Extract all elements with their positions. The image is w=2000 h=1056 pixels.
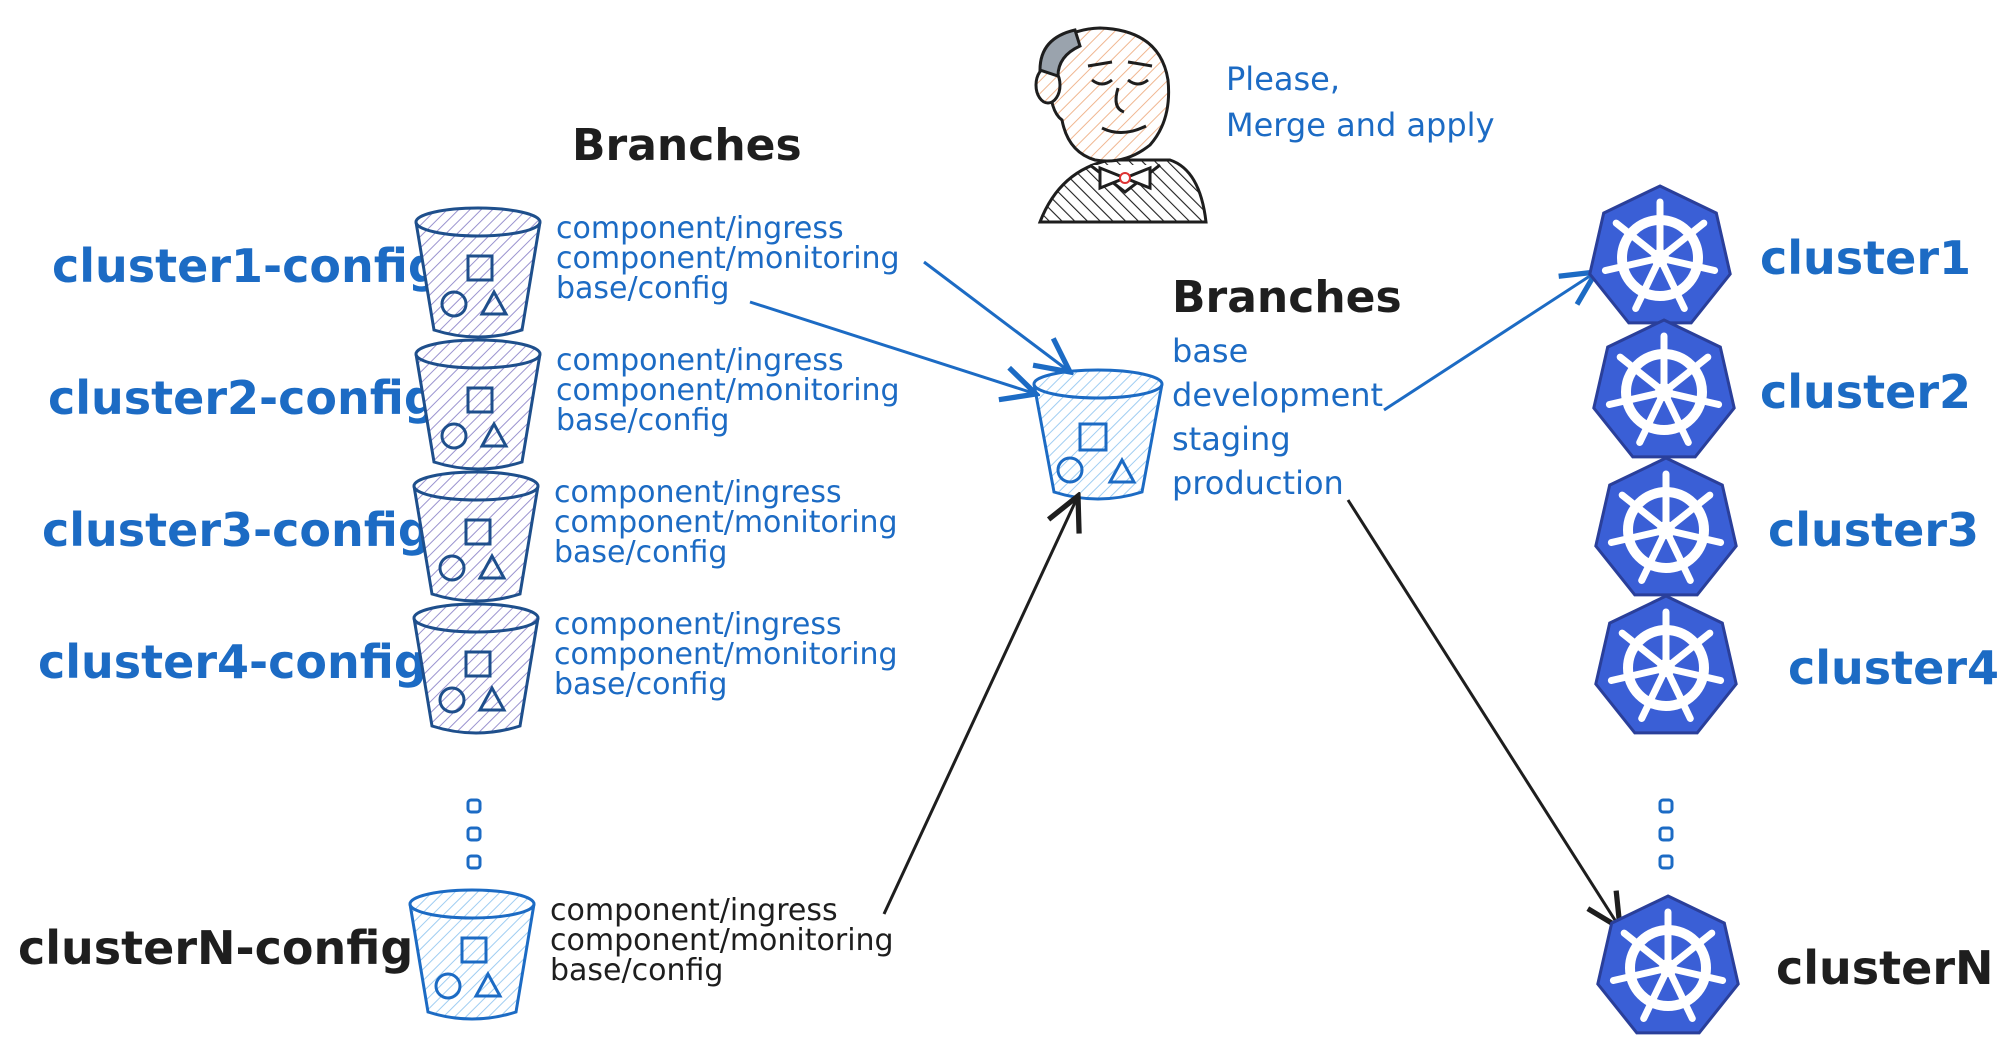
arrow-repo1-base-to-main	[749, 300, 1036, 394]
cluster-label: cluster2	[1760, 365, 1971, 419]
triangle-shape-icon	[479, 420, 509, 448]
cluster-item: cluster2	[1592, 318, 1971, 459]
repo-branch: component/ingress	[554, 475, 842, 510]
main-branch-staging: staging	[1172, 420, 1291, 458]
triangle-shape-icon	[1107, 456, 1137, 484]
kubernetes-icon	[1594, 456, 1738, 597]
cluster-list: cluster1 cluster2 cluster3 cluster4 clusterN	[1588, 184, 1999, 1035]
repo-name: cluster4-config	[38, 635, 427, 689]
cluster-item: cluster1	[1588, 184, 1971, 325]
square-shape-icon	[466, 254, 494, 282]
main-branch-production: production	[1172, 464, 1344, 502]
square-shape-icon	[460, 936, 488, 964]
circle-shape-icon	[1056, 456, 1084, 484]
square-shape-icon	[466, 386, 494, 414]
kubernetes-icon	[1588, 184, 1732, 325]
arrow-development-to-cluster1	[1383, 272, 1596, 412]
repo-branch: component/monitoring	[554, 505, 898, 540]
circle-shape-icon	[434, 972, 462, 1000]
cluster-label: cluster1	[1760, 231, 1971, 285]
repo-branch: component/monitoring	[556, 373, 900, 408]
repo-branch: component/ingress	[550, 893, 838, 928]
cluster-label: cluster4	[1788, 641, 1999, 695]
repo-branch: base/config	[556, 271, 729, 306]
main-branch-base: base	[1172, 332, 1248, 370]
ellipsis-dots-icon	[466, 798, 482, 870]
triangle-shape-icon	[473, 970, 503, 998]
triangle-shape-icon	[477, 684, 507, 712]
main-branch-list: base development staging production	[1172, 332, 1383, 502]
speech-line-2: Merge and apply	[1226, 106, 1495, 144]
kubernetes-icon	[1596, 894, 1740, 1035]
repo-branch: base/config	[556, 403, 729, 438]
kubernetes-icon	[1592, 318, 1736, 459]
bucket-icon	[412, 470, 540, 603]
square-shape-icon	[1078, 422, 1108, 452]
arrow-repoN-to-main	[882, 496, 1078, 915]
cluster-item: cluster3	[1594, 456, 1979, 597]
ellipsis-dots-icon	[1658, 798, 1674, 870]
repo-list: cluster1-configcomponent/ingresscomponen…	[18, 206, 900, 1021]
cluster-label: cluster3	[1768, 503, 1979, 557]
bucket-icon	[412, 602, 540, 735]
bucket-icon	[414, 338, 542, 471]
kubernetes-icon	[1594, 594, 1738, 735]
speech-line-1: Please,	[1226, 60, 1340, 98]
main-repo-bucket-icon	[1032, 368, 1164, 501]
repo-branch: component/ingress	[556, 343, 844, 378]
circle-shape-icon	[440, 290, 468, 318]
bucket-icon	[408, 888, 536, 1021]
repo-branch: component/monitoring	[556, 241, 900, 276]
repo-branch: base/config	[554, 667, 727, 702]
arrow-repo1-ingress-to-main	[923, 260, 1070, 372]
circle-shape-icon	[438, 686, 466, 714]
repo-branch: component/ingress	[556, 211, 844, 246]
repo-branch: component/monitoring	[554, 637, 898, 672]
repo-row: cluster2-config component/ingresscomponen…	[48, 338, 900, 471]
repo-name: clusterN-config	[18, 921, 413, 975]
repo-name: cluster1-config	[52, 239, 441, 293]
repo-branch: component/monitoring	[550, 923, 894, 958]
repo-row: cluster3-config component/ingresscomponen…	[42, 470, 898, 603]
main-branch-development: development	[1172, 376, 1383, 414]
left-branches-header: Branches	[572, 120, 802, 171]
repo-name: cluster3-config	[42, 503, 431, 557]
triangle-shape-icon	[479, 288, 509, 316]
bucket-icon	[414, 206, 542, 339]
repo-branch: base/config	[550, 953, 723, 988]
triangle-shape-icon	[477, 552, 507, 580]
repo-row: cluster4-config component/ingresscomponen…	[38, 602, 898, 735]
square-shape-icon	[464, 518, 492, 546]
repo-name: cluster2-config	[48, 371, 437, 425]
cluster-label: clusterN	[1776, 941, 1994, 995]
repo-branch: component/ingress	[554, 607, 842, 642]
arrow-production-to-clusterN	[1346, 499, 1620, 928]
circle-shape-icon	[440, 422, 468, 450]
circle-shape-icon	[438, 554, 466, 582]
cluster-item: clusterN	[1596, 894, 1994, 1035]
cluster-item: cluster4	[1594, 594, 1999, 735]
repo-branch: base/config	[554, 535, 727, 570]
repo-row: clusterN-config component/ingresscomponen…	[18, 888, 894, 1021]
mid-branches-header: Branches	[1172, 272, 1402, 323]
jenkins-butler-icon	[1034, 26, 1208, 224]
square-shape-icon	[464, 650, 492, 678]
repo-row: cluster1-config component/ingresscomponen…	[52, 206, 900, 339]
